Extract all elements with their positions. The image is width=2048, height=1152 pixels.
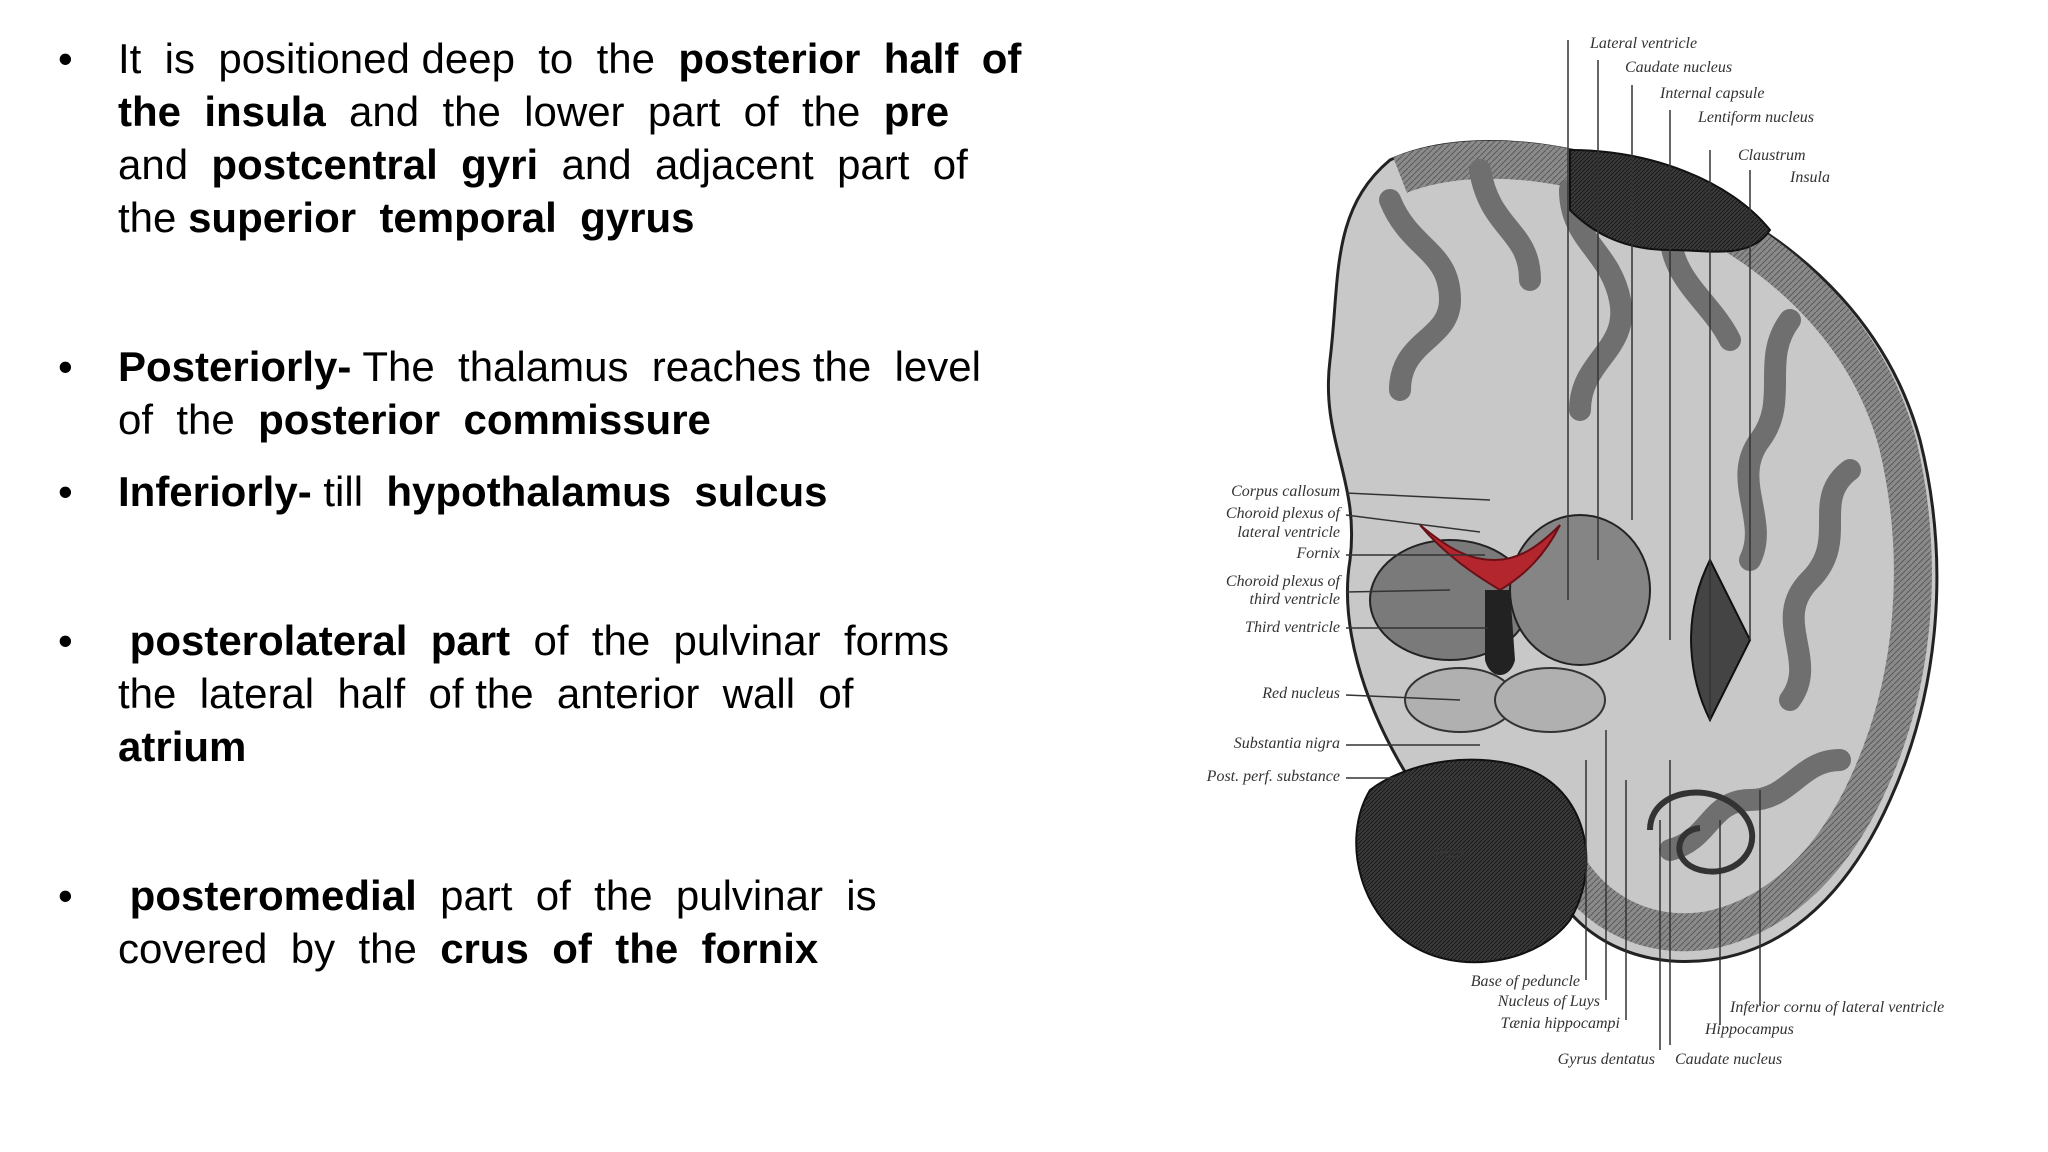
bold-term: Posteriorly- bbox=[118, 343, 352, 390]
bold-term: posterolateral part bbox=[129, 617, 511, 664]
text-run: of the pulvinar forms bbox=[510, 617, 949, 664]
label-lateral-ventricle: Lateral ventricle bbox=[1589, 35, 1697, 52]
pons bbox=[1355, 758, 1588, 964]
bold-term: posterior commissure bbox=[258, 396, 711, 443]
label-choroid-third-1: Choroid plexus of bbox=[1226, 573, 1343, 590]
bullet-line: of the posterior commissure bbox=[118, 393, 711, 446]
bold-term: crus of the fornix bbox=[440, 925, 819, 972]
text-run: The thalamus reaches the level bbox=[351, 343, 981, 390]
label-insula: Insula bbox=[1789, 169, 1830, 186]
bold-term: the insula bbox=[118, 88, 326, 135]
bold-term: posteromedial bbox=[129, 872, 417, 919]
pons-label: Pons bbox=[1433, 845, 1466, 862]
leader-lines bbox=[1345, 40, 1761, 1050]
label-hippocampus: Hippocampus bbox=[1704, 1021, 1794, 1038]
bullet-line: atrium bbox=[118, 720, 246, 773]
bullet-line: Posteriorly- The thalamus reaches the le… bbox=[118, 340, 981, 393]
text-run: of the bbox=[118, 396, 259, 443]
bullet-dot: • bbox=[58, 35, 73, 82]
label-internal-capsule: Internal capsule bbox=[1659, 85, 1764, 102]
label-gyrus-dentatus: Gyrus dentatus bbox=[1558, 1051, 1655, 1068]
text-run: part of the pulvinar is bbox=[416, 872, 877, 919]
bullet-line: posterolateral part of the pulvinar form… bbox=[118, 614, 949, 667]
bullet-line: and postcentral gyri and adjacent part o… bbox=[118, 138, 968, 191]
text-run: till bbox=[311, 468, 387, 515]
bullet-dot: • bbox=[58, 468, 73, 515]
red-nucleus-right bbox=[1494, 667, 1606, 733]
text-run bbox=[118, 872, 130, 919]
bold-term: hypothalamus sulcus bbox=[386, 468, 828, 515]
label-nucleus-of-luys: Nucleus of Luys bbox=[1497, 993, 1600, 1010]
hippocampus bbox=[1647, 789, 1756, 875]
text-run bbox=[118, 617, 130, 664]
label-caudate-nucleus-bottom: Caudate nucleus bbox=[1675, 1051, 1782, 1068]
label-substantia-nigra: Substantia nigra bbox=[1234, 735, 1340, 752]
text-run: the bbox=[118, 194, 189, 241]
bold-term: superior temporal gyrus bbox=[188, 194, 695, 241]
bold-term: posterior half of bbox=[678, 35, 1022, 82]
text-run: and the lower part of the bbox=[325, 88, 884, 135]
text-run: and bbox=[118, 141, 212, 188]
choroid-plexus bbox=[1419, 524, 1561, 592]
bullet-line: the lateral half of the anterior wall of bbox=[118, 667, 853, 720]
label-fornix: Fornix bbox=[1295, 545, 1340, 562]
brain-coronal-section-figure: Pons bbox=[1150, 0, 2048, 1152]
label-third-ventricle: Third ventricle bbox=[1245, 619, 1340, 636]
text-run: It is positioned deep to the bbox=[118, 35, 679, 82]
label-base-of-peduncle: Base of peduncle bbox=[1471, 973, 1580, 990]
bullet-line: the insula and the lower part of the pre bbox=[118, 85, 949, 138]
label-claustrum: Claustrum bbox=[1738, 147, 1806, 164]
gyri bbox=[1379, 159, 1861, 861]
bullet-line: the superior temporal gyrus bbox=[118, 191, 695, 244]
bold-term: Inferiorly- bbox=[118, 468, 312, 515]
label-choroid-lateral-1: Choroid plexus of bbox=[1226, 505, 1343, 522]
label-inferior-cornu: Inferior cornu of lateral ventricle bbox=[1729, 999, 1944, 1016]
label-red-nucleus: Red nucleus bbox=[1261, 685, 1340, 702]
bullet-line: Inferiorly- till hypothalamus sulcus bbox=[118, 465, 827, 518]
text-run: covered by the bbox=[118, 925, 441, 972]
bold-term: postcentral gyri bbox=[211, 141, 539, 188]
bullet-line: It is positioned deep to the posterior h… bbox=[118, 32, 1021, 85]
brain-diagram: Pons bbox=[1206, 35, 1945, 1068]
bullet-dot: • bbox=[58, 343, 73, 390]
third-ventricle bbox=[1485, 590, 1515, 675]
label-choroid-lateral-2: lateral ventricle bbox=[1237, 524, 1340, 541]
bold-term: atrium bbox=[118, 723, 247, 770]
bullet-line: covered by the crus of the fornix bbox=[118, 922, 818, 975]
bold-term: pre bbox=[883, 88, 950, 135]
label-lentiform-nucleus: Lentiform nucleus bbox=[1697, 109, 1814, 126]
text-run: and adjacent part of bbox=[538, 141, 968, 188]
bullet-dot: • bbox=[58, 872, 73, 919]
label-caudate-nucleus: Caudate nucleus bbox=[1625, 59, 1732, 76]
bullet-dot: • bbox=[58, 617, 73, 664]
label-corpus-callosum: Corpus callosum bbox=[1231, 483, 1340, 500]
thalamus-right bbox=[1509, 514, 1651, 666]
label-taenia-hippocampi: Tænia hippocampi bbox=[1500, 1015, 1620, 1032]
label-choroid-third-2: third ventricle bbox=[1250, 591, 1341, 608]
text-run: the lateral half of the anterior wall of bbox=[118, 670, 854, 717]
bullet-line: posteromedial part of the pulvinar is bbox=[118, 869, 877, 922]
label-post-perf-substance: Post. perf. substance bbox=[1206, 768, 1340, 785]
